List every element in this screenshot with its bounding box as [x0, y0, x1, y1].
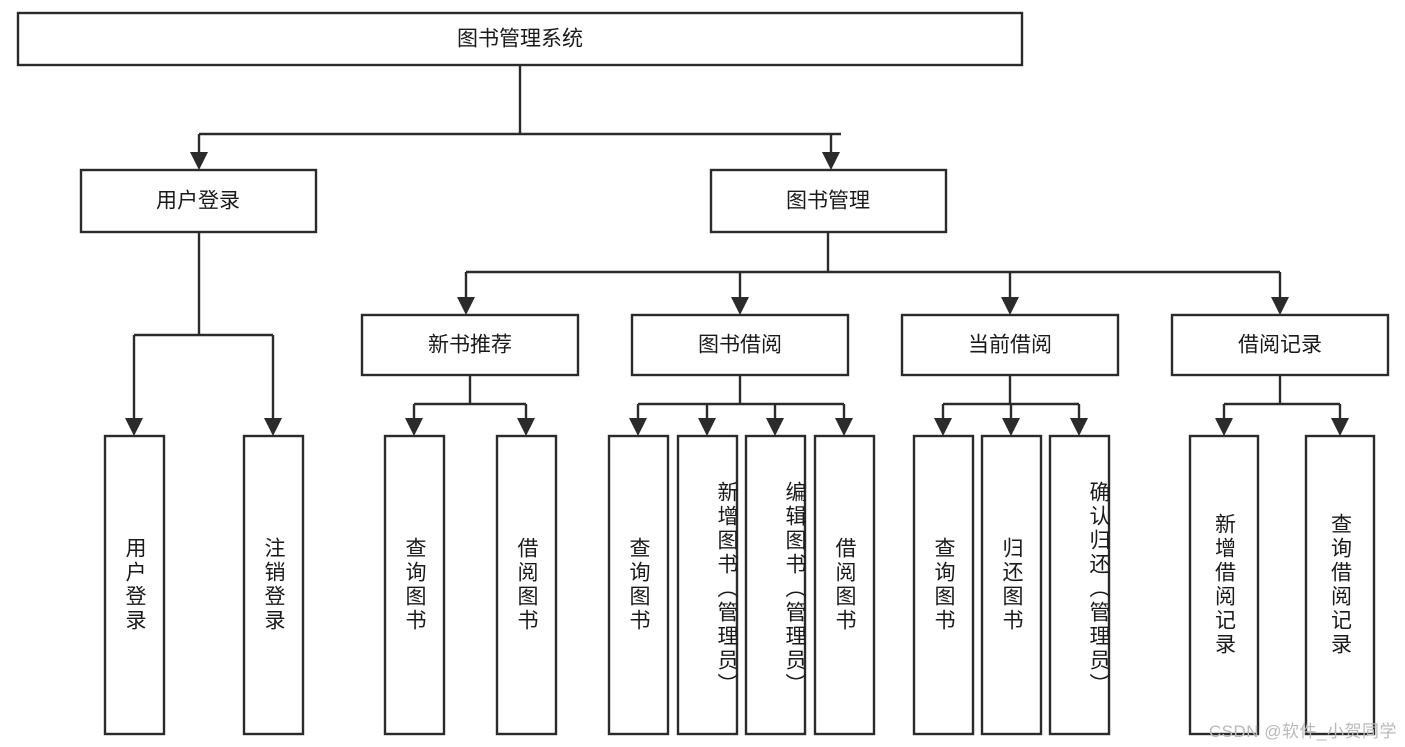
- leaf-box-return-book[interactable]: [980, 434, 1043, 736]
- leaf-box-edit-book-admin[interactable]: [744, 434, 807, 736]
- node-new-book-recommend-label: 新书推荐: [428, 334, 512, 357]
- arrow-head-icon: [1001, 297, 1019, 315]
- node-borrow-record-label: 借阅记录: [1238, 334, 1322, 357]
- node-user-login[interactable]: 用户登录: [79, 168, 318, 234]
- leaf-box-user-login[interactable]: [103, 434, 166, 736]
- leaf-box-query-borrow-record[interactable]: [1304, 434, 1376, 736]
- arrow-head-icon: [190, 152, 208, 170]
- watermark-text: CSDN @软件_小贺同学: [1208, 722, 1397, 741]
- arrow-head-icon: [1070, 418, 1088, 436]
- leaf-box-logout[interactable]: [242, 434, 305, 736]
- arrow-head-icon: [1271, 297, 1289, 315]
- arrow-head-icon: [629, 418, 647, 436]
- node-user-login-label: 用户登录: [156, 190, 240, 213]
- node-book-borrow-label: 图书借阅: [698, 334, 782, 357]
- leaf-box-confirm-return-admin[interactable]: [1048, 434, 1111, 736]
- node-book-management[interactable]: 图书管理: [709, 168, 948, 234]
- node-user-login-box[interactable]: [79, 168, 318, 234]
- leaf-box-add-borrow-record[interactable]: [1188, 434, 1260, 736]
- node-current-borrow-label: 当前借阅: [968, 334, 1052, 357]
- arrow-head-icon: [517, 418, 535, 436]
- leaf-box-query-book-current[interactable]: [912, 434, 975, 736]
- node-root-system-label: 图书管理系统: [457, 28, 583, 51]
- node-new-book-recommend[interactable]: 新书推荐: [360, 313, 580, 377]
- arrow-head-icon: [264, 418, 282, 436]
- node-current-borrow-box[interactable]: [900, 313, 1120, 377]
- arrow-head-icon: [1331, 418, 1349, 436]
- arrow-head-icon: [835, 418, 853, 436]
- arrow-head-icon: [822, 152, 840, 170]
- connector-borrow-record-to-leaves: [1215, 375, 1349, 436]
- node-new-book-recommend-box[interactable]: [360, 313, 580, 377]
- node-root-system[interactable]: 图书管理系统: [16, 11, 1024, 67]
- connector-book-borrow-to-leaves: [629, 375, 853, 436]
- leaf-box-query-book-borrow[interactable]: [607, 434, 670, 736]
- node-book-management-label: 图书管理: [786, 190, 870, 213]
- leaf-box-borrow-book[interactable]: [813, 434, 876, 736]
- arrow-head-icon: [1215, 418, 1233, 436]
- arrow-head-icon: [766, 418, 784, 436]
- leaf-box-query-book-recommend[interactable]: [383, 434, 446, 736]
- leaf-box-borrow-book-recommend[interactable]: [495, 434, 558, 736]
- leaf-box-add-book-admin[interactable]: [676, 434, 739, 736]
- connector-root-to-level1: [190, 65, 841, 170]
- node-current-borrow[interactable]: 当前借阅: [900, 313, 1120, 377]
- node-borrow-record[interactable]: 借阅记录: [1170, 313, 1390, 377]
- connector-user-login-to-leaves: [125, 232, 282, 436]
- arrow-head-icon: [934, 418, 952, 436]
- arrow-head-icon: [731, 297, 749, 315]
- connector-current-borrow-to-leaves: [934, 375, 1088, 436]
- arrow-head-icon: [1002, 418, 1020, 436]
- arrow-head-icon: [125, 418, 143, 436]
- connector-new-book-recommend-to-leaves: [405, 375, 535, 436]
- arrow-head-icon: [405, 418, 423, 436]
- connector-book-management-to-level2: [457, 232, 1289, 315]
- node-root-system-box[interactable]: [16, 11, 1024, 67]
- arrow-head-icon: [698, 418, 716, 436]
- node-book-borrow[interactable]: 图书借阅: [630, 313, 850, 377]
- arrow-head-icon: [457, 297, 475, 315]
